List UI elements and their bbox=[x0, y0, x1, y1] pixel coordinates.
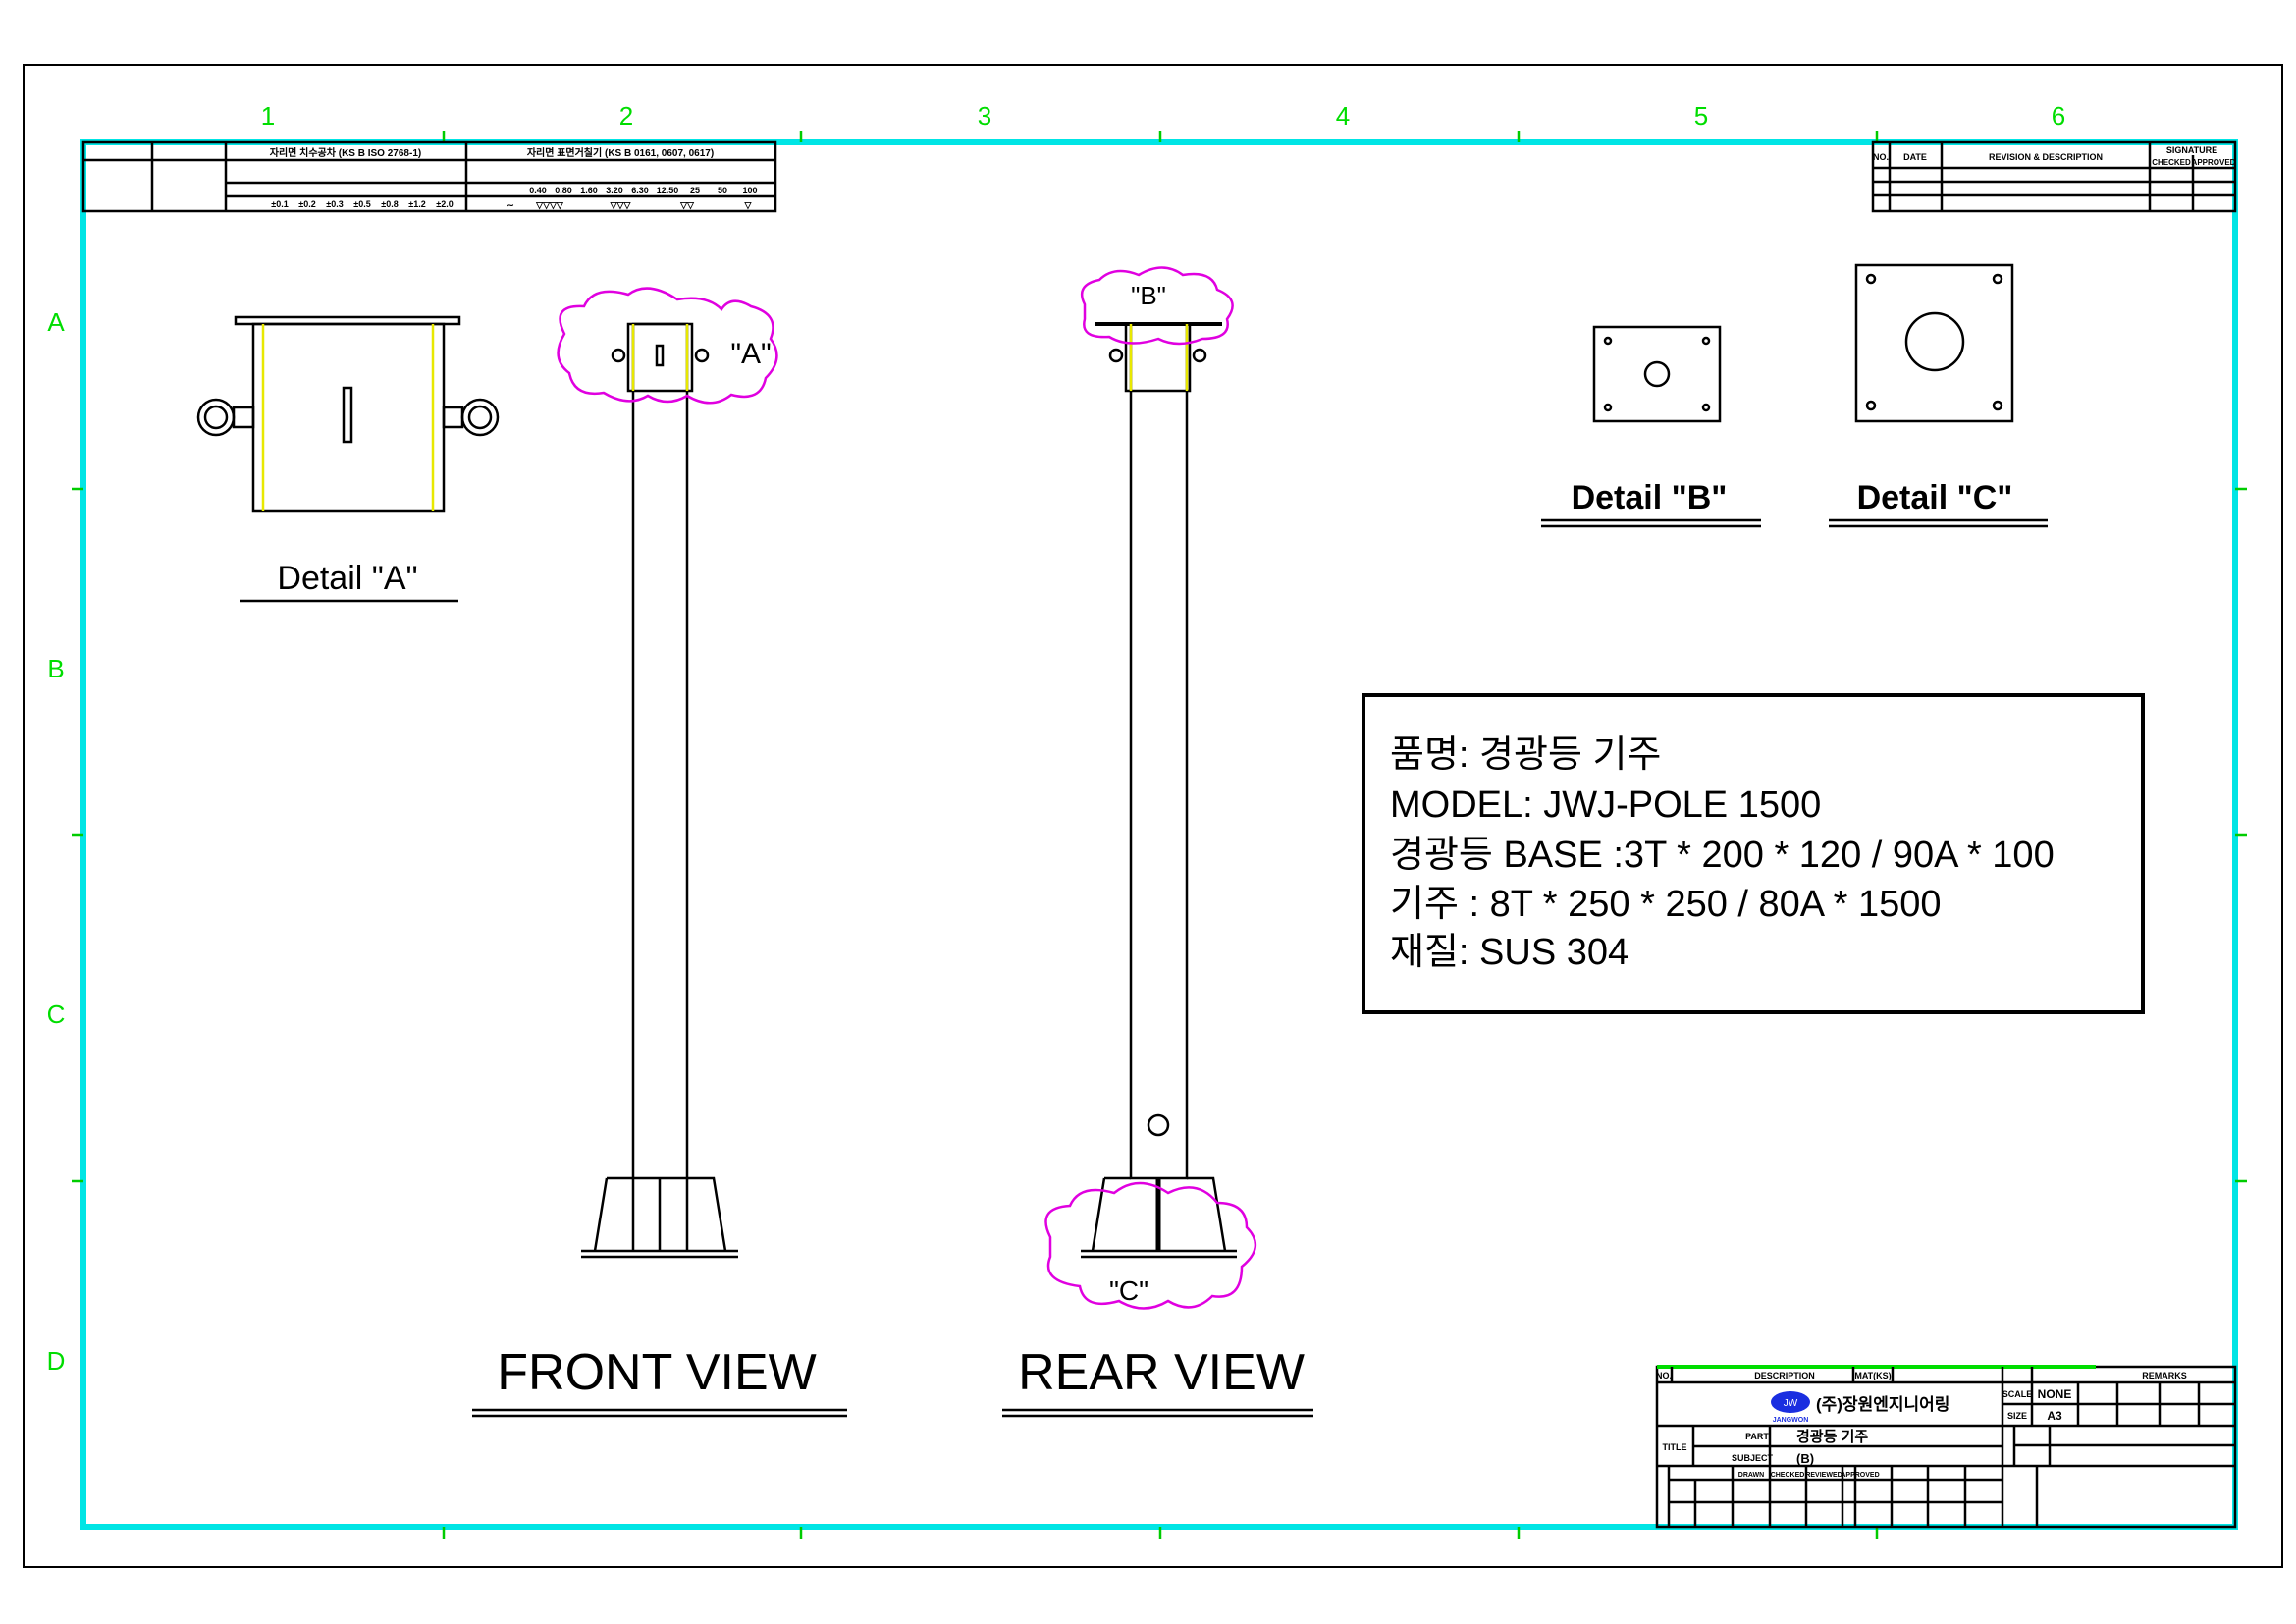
title-block: JW NO. DESCRIPTION MAT(KS) REMARKS JANGW… bbox=[1655, 1365, 2237, 1529]
roughness-value: 0.80 bbox=[555, 186, 572, 195]
rear-view-drawing bbox=[1044, 266, 1256, 1310]
tolerance-table: 자리면 치수공차 (KS B ISO 2768-1) 자리면 표면거칠기 (KS… bbox=[81, 140, 777, 213]
tb-no-label: NO. bbox=[1656, 1371, 1672, 1380]
column-label: 3 bbox=[978, 101, 991, 131]
detail-c-label: Detail "C" bbox=[1857, 479, 2013, 516]
company-name: (주)장원엔지니어링 bbox=[1816, 1395, 1949, 1414]
tolerance-value: ±0.5 bbox=[353, 199, 370, 209]
callout-cloud-a bbox=[557, 287, 778, 405]
roughness-value: 50 bbox=[718, 186, 727, 195]
spec-line-base: 경광등 BASE :3T * 200 * 120 / 90A * 100 bbox=[1390, 835, 2055, 876]
front-view-title: FRONT VIEW bbox=[497, 1344, 816, 1401]
row-label: A bbox=[47, 307, 65, 337]
detail-a-label: Detail "A" bbox=[277, 560, 417, 597]
detail-b-drawing bbox=[1592, 325, 1722, 423]
tolerance-value: ±1.2 bbox=[408, 199, 425, 209]
spec-line-material: 재질: SUS 304 bbox=[1390, 932, 1629, 973]
roughness-value: 6.30 bbox=[631, 186, 649, 195]
column-label: 1 bbox=[261, 101, 275, 131]
company-logo bbox=[1771, 1391, 1810, 1413]
rev-header-no: NO. bbox=[1873, 152, 1889, 162]
roughness-symbol: ▽▽▽▽ bbox=[535, 200, 564, 210]
column-label: 6 bbox=[2052, 101, 2065, 131]
detail-a-drawing bbox=[196, 315, 500, 513]
grid-ticks bbox=[72, 131, 2247, 1539]
roughness-value: 12.50 bbox=[657, 186, 679, 195]
tb-part-value: 경광등 기주 bbox=[1796, 1428, 1868, 1445]
rev-header-desc: REVISION & DESCRIPTION bbox=[1989, 152, 2103, 162]
tb-scale-value: NONE bbox=[2038, 1387, 2072, 1401]
row-label: D bbox=[47, 1346, 66, 1376]
front-view-drawing bbox=[557, 287, 778, 1259]
detail-c-drawing bbox=[1854, 263, 2014, 423]
roughness-header: 자리면 표면거칠기 (KS B 0161, 0607, 0617) bbox=[527, 146, 714, 159]
tb-part-label: PART bbox=[1745, 1432, 1769, 1441]
tolerance-value: ±0.3 bbox=[326, 199, 343, 209]
tolerance-value: ±2.0 bbox=[436, 199, 453, 209]
tb-subject-value: (B) bbox=[1796, 1451, 1814, 1466]
rev-header-signature: SIGNATURE bbox=[2166, 145, 2217, 155]
column-label: 5 bbox=[1694, 101, 1708, 131]
rear-view-title: REAR VIEW bbox=[1018, 1344, 1305, 1401]
tb-remarks-label: REMARKS bbox=[2142, 1371, 2187, 1380]
roughness-value: 3.20 bbox=[606, 186, 623, 195]
tb-scale-label: SCALE bbox=[2002, 1389, 2033, 1399]
row-label: B bbox=[47, 654, 64, 683]
tb-mat-label: MAT(KS) bbox=[1854, 1371, 1891, 1380]
tb-size-label: SIZE bbox=[2007, 1411, 2027, 1421]
rev-header-date: DATE bbox=[1903, 152, 1927, 162]
roughness-symbol: ▽ bbox=[744, 200, 753, 210]
spec-line-model: MODEL: JWJ-POLE 1500 bbox=[1390, 785, 1821, 826]
tolerance-value: ±0.2 bbox=[298, 199, 315, 209]
tolerance-value: ±0.1 bbox=[271, 199, 288, 209]
detail-b-label: Detail "B" bbox=[1572, 479, 1728, 516]
roughness-symbol: ▽▽ bbox=[679, 200, 695, 210]
spec-box bbox=[1362, 693, 2145, 1014]
callout-c-label: "C" bbox=[1109, 1275, 1148, 1306]
roughness-value: 100 bbox=[742, 186, 757, 195]
tb-title-label: TITLE bbox=[1663, 1442, 1687, 1452]
logo-text: JANGWON bbox=[1773, 1417, 1809, 1424]
outer-border bbox=[23, 64, 2283, 1568]
tb-description-label: DESCRIPTION bbox=[1754, 1371, 1815, 1380]
tb-drawn-label: DRAWN bbox=[1738, 1472, 1764, 1479]
row-label: C bbox=[47, 1000, 66, 1029]
tolerance-value: ±0.8 bbox=[381, 199, 398, 209]
rev-header-checked: CHECKED bbox=[2152, 158, 2191, 167]
spec-line-pole: 기주 : 8T * 250 * 250 / 80A * 1500 bbox=[1390, 884, 1942, 925]
roughness-value: 1.60 bbox=[580, 186, 598, 195]
roughness-value: 0.40 bbox=[529, 186, 547, 195]
roughness-symbol: ▽▽▽ bbox=[610, 200, 632, 210]
tb-subject-label: SUBJECT bbox=[1732, 1453, 1774, 1463]
roughness-symbol: ∼ bbox=[507, 200, 514, 210]
tb-size-value: A3 bbox=[2047, 1409, 2062, 1423]
revision-table: NO. DATE REVISION & DESCRIPTION SIGNATUR… bbox=[1871, 140, 2237, 213]
callout-b-label: "B" bbox=[1131, 281, 1166, 310]
column-label: 2 bbox=[619, 101, 633, 131]
spec-line-product: 품명: 경광등 기주 bbox=[1390, 734, 1661, 776]
column-label: 4 bbox=[1336, 101, 1350, 131]
tolerance-header: 자리면 치수공차 (KS B ISO 2768-1) bbox=[270, 146, 421, 159]
roughness-value: 25 bbox=[690, 186, 700, 195]
tb-approved-label: APPROVED bbox=[1841, 1472, 1879, 1479]
tb-checked-label: CHECKED bbox=[1771, 1472, 1805, 1479]
rev-header-approved: APPROVED bbox=[2192, 158, 2236, 167]
logo-mark: JW bbox=[1784, 1398, 1798, 1409]
callout-cloud-c bbox=[1044, 1181, 1256, 1310]
callout-cloud-b bbox=[1080, 266, 1234, 346]
tb-reviewed-label: REVIEWED bbox=[1805, 1472, 1842, 1479]
callout-a-label: "A" bbox=[730, 338, 771, 370]
